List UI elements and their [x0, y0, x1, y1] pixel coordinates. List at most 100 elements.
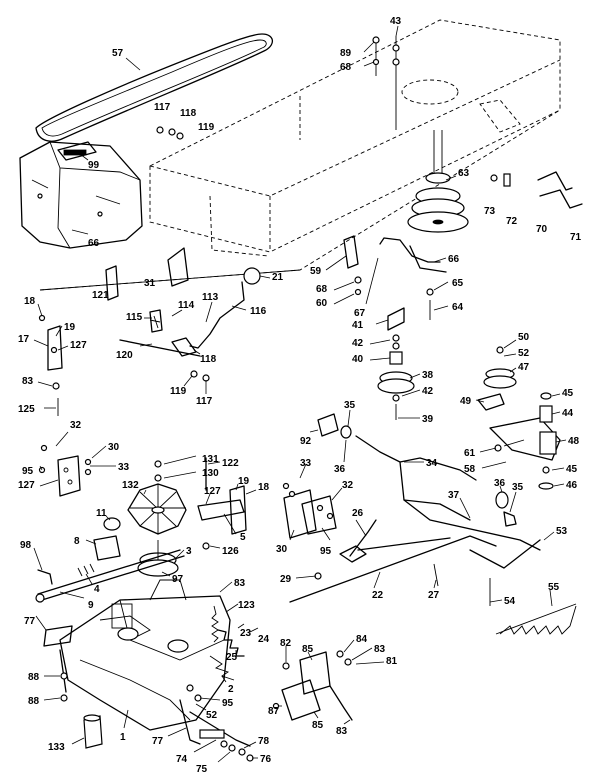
callout-127-lower-left: 127	[18, 480, 35, 491]
callout-117-center: 117	[196, 396, 213, 407]
callout-66-right: 66	[448, 254, 460, 265]
callout-85-lower: 85	[312, 720, 324, 731]
springs	[209, 605, 245, 681]
callout-34: 34	[426, 458, 438, 469]
callout-8: 8	[74, 536, 80, 547]
callout-19-left: 19	[64, 322, 76, 333]
callout-74: 74	[176, 754, 188, 765]
callout-46: 46	[566, 480, 578, 491]
callout-131: 131	[202, 454, 219, 465]
callout-35-upper: 35	[344, 400, 356, 411]
callout-30-left: 30	[108, 442, 120, 453]
callout-27: 27	[428, 590, 440, 601]
callout-36-upper: 36	[334, 464, 346, 475]
callout-98: 98	[20, 540, 32, 551]
callout-70: 70	[536, 224, 548, 235]
axle-rod-assembly	[35, 517, 185, 603]
callout-37: 37	[448, 490, 460, 501]
callout-132: 132	[122, 480, 139, 491]
bolt-stack-upper	[156, 36, 400, 140]
callout-92: 92	[300, 436, 312, 447]
callout-87: 87	[268, 706, 280, 717]
callout-117: 117	[154, 102, 171, 113]
callout-4: 4	[94, 584, 100, 595]
right-pulley-assembly	[477, 346, 561, 490]
callout-78: 78	[258, 736, 270, 747]
callout-126: 126	[222, 546, 239, 557]
callout-2: 2	[228, 684, 234, 695]
idler-bracket-right	[490, 171, 583, 209]
callout-119: 119	[198, 122, 215, 133]
callout-52-lower: 52	[206, 710, 218, 721]
callout-72: 72	[506, 216, 518, 227]
callout-32-left: 32	[70, 420, 82, 431]
callout-54: 54	[504, 596, 516, 607]
callout-83-right: 83	[374, 644, 386, 655]
callout-52-right: 52	[518, 348, 530, 359]
callout-18-left: 18	[24, 296, 36, 307]
bottom-hardware	[60, 672, 254, 762]
callout-24: 24	[258, 634, 270, 645]
callout-65: 65	[452, 278, 464, 289]
callout-82: 82	[280, 638, 292, 649]
callout-11: 11	[96, 508, 107, 519]
callout-18-center: 18	[258, 482, 270, 493]
callout-121: 121	[92, 290, 109, 301]
callout-83-center: 83	[234, 578, 246, 589]
callout-84: 84	[356, 634, 368, 645]
callout-41: 41	[352, 320, 364, 331]
callout-layer: 57 43 89 68 117 118 119 99 63 73 72 70 7…	[18, 16, 582, 775]
callout-39: 39	[422, 414, 434, 425]
callout-76: 76	[260, 754, 272, 765]
callout-47: 47	[518, 362, 530, 373]
callout-36-lower: 36	[494, 478, 506, 489]
callout-89: 89	[340, 48, 352, 59]
mount-plate-left	[38, 444, 92, 497]
callout-48: 48	[568, 436, 580, 447]
callout-59: 59	[310, 266, 322, 277]
callout-88-lower: 88	[28, 696, 40, 707]
callout-57: 57	[112, 48, 124, 59]
idler-arm	[343, 235, 447, 296]
callout-95-lower: 95	[222, 698, 234, 709]
callout-40: 40	[352, 354, 364, 365]
mount-plate-center	[282, 482, 337, 539]
callout-68: 68	[340, 62, 352, 73]
callout-33-center: 33	[300, 458, 312, 469]
callout-97: 97	[172, 574, 184, 585]
callout-9: 9	[88, 600, 94, 611]
callout-95-left: 95	[22, 466, 34, 477]
callout-125: 125	[18, 404, 35, 415]
callout-77-left: 77	[24, 616, 36, 627]
callout-130: 130	[202, 468, 219, 479]
callout-3: 3	[186, 546, 192, 557]
callout-61: 61	[464, 448, 476, 459]
callout-66-left: 66	[88, 238, 100, 249]
callout-42-lower: 42	[422, 386, 434, 397]
callout-21: 21	[272, 272, 284, 283]
callout-64: 64	[452, 302, 464, 313]
callout-58: 58	[464, 464, 476, 475]
callout-44: 44	[562, 408, 574, 419]
callout-113: 113	[202, 292, 219, 303]
control-rod	[289, 519, 497, 603]
bellcrank-assembly	[272, 650, 353, 721]
callout-29: 29	[280, 574, 292, 585]
callout-99: 99	[88, 160, 100, 171]
clutch-rod-assembly	[317, 413, 541, 551]
callout-83-left: 83	[22, 376, 34, 387]
callout-71: 71	[570, 232, 582, 243]
callout-115: 115	[126, 312, 143, 323]
callout-119-center: 119	[170, 386, 187, 397]
tension-spring	[469, 539, 577, 635]
callout-83-bottom: 83	[336, 726, 348, 737]
callout-19-center: 19	[238, 476, 250, 487]
callout-17: 17	[18, 334, 30, 345]
callout-95-center: 95	[320, 546, 332, 557]
callout-120: 120	[116, 350, 133, 361]
callout-127-left: 127	[70, 340, 87, 351]
callout-116: 116	[250, 306, 267, 317]
callout-123: 123	[238, 600, 255, 611]
drive-belt	[35, 33, 273, 142]
